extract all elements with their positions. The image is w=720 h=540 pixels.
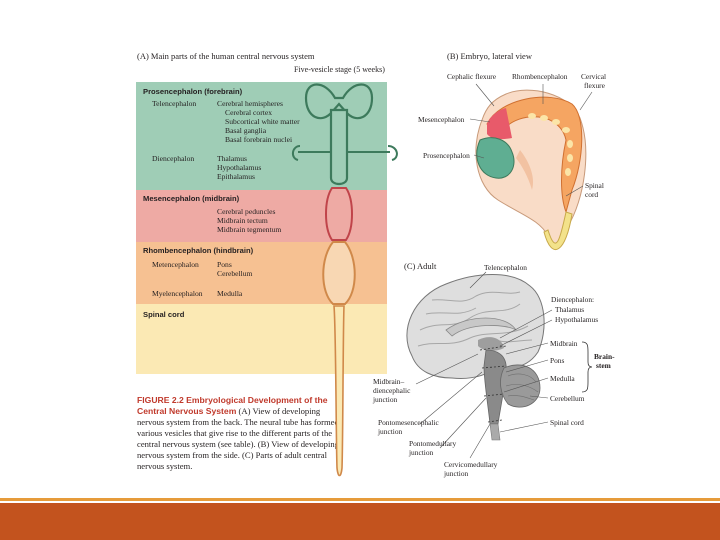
- label-cervical-flexure: Cervical: [581, 72, 607, 81]
- mesencephalon-item: Midbrain tectum: [217, 216, 268, 225]
- panel-a-title: (A) Main parts of the human central nerv…: [137, 51, 315, 61]
- spinal-cord-strip: [543, 211, 573, 251]
- embryo-limb: [516, 150, 534, 190]
- myelencephalon-item: Medulla: [217, 289, 243, 298]
- label-telencephalon: Telencephalon: [484, 263, 527, 272]
- figure-caption: FIGURE 2.2 Embryological Development of …: [137, 395, 345, 472]
- label-hypothalamus: Hypothalamus: [555, 315, 599, 324]
- label-brainstem: stem: [596, 361, 611, 370]
- panel-c-leader-lines: [415, 271, 553, 459]
- footer-accent-line: [0, 498, 720, 501]
- metencephalon-item: Cerebellum: [217, 269, 253, 278]
- metencephalon-item: Pons: [217, 260, 232, 269]
- spinal-cord-adult: [489, 423, 501, 441]
- prosencephalon-header: Prosencephalon (forebrain): [143, 87, 243, 96]
- label-pontomesencephalic-junction: Pontomesencephalic: [378, 418, 439, 427]
- panel-b-leader-lines: [469, 83, 593, 197]
- caption-title: FIGURE 2.2 Embryological Development of …: [137, 395, 328, 416]
- diencephalon-item: Hypothalamus: [217, 163, 262, 172]
- telencephalon-item: Subcortical white matter: [225, 117, 300, 126]
- spinal-cord-tube: [333, 305, 345, 477]
- label-midbrain: Midbrain: [550, 339, 578, 348]
- telencephalon-item: Cerebral cortex: [225, 108, 273, 117]
- panel-c-title: (C) Adult: [404, 261, 437, 271]
- mesencephalon-item: Midbrain tegmentum: [217, 225, 282, 234]
- diencephalon-label: Diencephalon: [152, 154, 195, 163]
- label-medulla: Medulla: [550, 374, 575, 383]
- label-spinal-cord-adult: Spinal cord: [550, 418, 584, 427]
- label-midbrain-diencephalic-junction: Midbrain–: [373, 377, 405, 386]
- caption-body: (A) View of developing nervous system fr…: [137, 406, 339, 471]
- neural-tube-diagram: [292, 83, 398, 477]
- metencephalon-label: Metencephalon: [152, 260, 199, 269]
- label-pontomedullary-junction: Pontomedullary: [409, 439, 457, 448]
- mesencephalon-region: [487, 108, 512, 140]
- label-spinal-cord: cord: [585, 190, 599, 199]
- label-cervicomedullary-junction: Cervicomedullary: [444, 460, 498, 469]
- optic-stalk-right: [347, 145, 398, 161]
- brainstem: [483, 349, 507, 425]
- cerebellum-folia: [505, 373, 539, 401]
- label-thalamus: Thalamus: [555, 305, 585, 314]
- hindbrain-vesicle: [322, 241, 356, 305]
- optic-stalk-left: [292, 145, 331, 161]
- label-cephalic-flexure: Cephalic flexure: [447, 72, 497, 81]
- embryo-diagram: [469, 83, 593, 251]
- label-prosencephalon: Prosencephalon: [423, 151, 470, 160]
- adult-brain-diagram: [406, 271, 593, 459]
- brainstem-brace: [581, 341, 593, 393]
- footer-bar: [0, 503, 720, 540]
- rhombencephalon-header: Rhombencephalon (hindbrain): [143, 246, 254, 255]
- stage-label: Five-vesicle stage (5 weeks): [294, 65, 385, 74]
- telencephalon-label: Telencephalon: [152, 99, 197, 108]
- label-pons: Pons: [550, 356, 565, 365]
- junction-lines: [479, 345, 507, 423]
- label-pontomesencephalic-junction: junction: [378, 427, 403, 436]
- label-midbrain-diencephalic-junction: junction: [373, 395, 398, 404]
- label-midbrain-diencephalic-junction: diencephalic: [373, 386, 411, 395]
- spinal-cord-header: Spinal cord: [143, 310, 185, 319]
- spinal-band: [136, 304, 387, 374]
- mesencephalon-header: Mesencephalon (midbrain): [143, 194, 240, 203]
- mesencephalon-item: Cerebral peduncles: [217, 207, 276, 216]
- cerebellum: [500, 364, 541, 408]
- panel-b-title: (B) Embryo, lateral view: [447, 51, 532, 61]
- label-rhombencephalon: Rhombencephalon: [512, 72, 568, 81]
- label-mesencephalon: Mesencephalon: [418, 115, 465, 124]
- label-cervical-flexure: flexure: [584, 81, 605, 90]
- label-pontomedullary-junction: junction: [409, 448, 434, 457]
- label-diencephalon: Diencephalon:: [551, 295, 595, 304]
- diencephalon-item: Thalamus: [217, 154, 247, 163]
- label-cervicomedullary-junction: junction: [444, 469, 469, 478]
- diencephalon-tube: [329, 108, 349, 186]
- telencephalon-item: Cerebral hemispheres: [217, 99, 283, 108]
- diencephalon-item: Epithalamus: [217, 172, 255, 181]
- label-spinal-cord: Spinal: [585, 181, 604, 190]
- telencephalon-item: Basal ganglia: [225, 126, 267, 135]
- telencephalon-item: Basal forebrain nuclei: [225, 135, 293, 144]
- telencephalic-vesicles: [304, 83, 374, 120]
- label-brainstem: Brain-: [594, 352, 615, 361]
- myelencephalon-label: Myelencephalon: [152, 289, 203, 298]
- somites: [528, 113, 573, 176]
- midbrain-vesicle: [325, 187, 353, 241]
- label-cerebellum: Cerebellum: [550, 394, 585, 403]
- corpus-callosum: [445, 317, 517, 337]
- prosencephalon-region: [476, 137, 515, 179]
